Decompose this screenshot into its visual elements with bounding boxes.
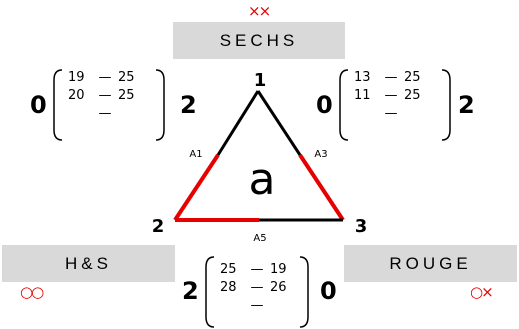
top-team-marks: ××: [248, 2, 271, 20]
left-paren: [53, 69, 63, 141]
left-team-marks: ○○: [20, 283, 44, 301]
right-team-box: ROUGE: [344, 245, 517, 282]
edge-label-a3: A3: [314, 149, 327, 160]
score-bottom-right: 0: [320, 277, 337, 305]
score-top-left-row-3: —: [98, 106, 112, 121]
edge-1-3-lower: [298, 153, 345, 222]
score-bottom-left: 2: [182, 277, 199, 305]
edge-1-2-upper: [216, 90, 260, 156]
right-paren: [155, 69, 165, 141]
score-top-right-row-3: —: [384, 106, 398, 121]
left-paren: [339, 69, 349, 141]
top-team-name: SECHS: [219, 30, 299, 50]
score-bottom-row-2: 28—26: [220, 280, 287, 295]
left-team-box: H&S: [2, 245, 175, 282]
edge-label-a5: A5: [253, 233, 266, 244]
score-top-left-left: 0: [30, 91, 47, 119]
edge-label-a1: A1: [189, 149, 202, 160]
left-paren: [205, 256, 215, 328]
right-paren: [441, 69, 451, 141]
vertex-2-label: 2: [152, 216, 165, 237]
score-bottom: 2 25—19 28—26 — 0: [182, 245, 362, 328]
score-bottom-row-3: —: [250, 298, 264, 313]
right-team-marks: ○×: [470, 283, 494, 301]
score-top-left-right: 2: [180, 91, 197, 119]
edge-1-2-lower: [173, 153, 220, 222]
score-top-left-row-1: 19—25: [68, 70, 135, 85]
score-top-left: 0 19—25 20—25 — 2: [30, 66, 210, 144]
vertex-3-label: 3: [355, 216, 368, 237]
right-paren: [299, 256, 309, 328]
score-top-right-left: 0: [316, 91, 333, 119]
score-top-right-right: 2: [458, 91, 475, 119]
score-top-right-row-2: 11—25: [354, 88, 421, 103]
score-top-left-row-2: 20—25: [68, 88, 135, 103]
left-team-name: H&S: [65, 253, 112, 273]
center-label: a: [249, 154, 276, 205]
vertex-1-label: 1: [254, 70, 267, 91]
score-top-right: 0 13—25 11—25 — 2: [316, 66, 496, 144]
edge-1-3-upper: [256, 90, 302, 156]
top-team-box: SECHS: [173, 22, 345, 59]
score-bottom-row-1: 25—19: [220, 262, 287, 277]
right-team-name: ROUGE: [389, 253, 472, 273]
score-top-right-row-1: 13—25: [354, 70, 421, 85]
